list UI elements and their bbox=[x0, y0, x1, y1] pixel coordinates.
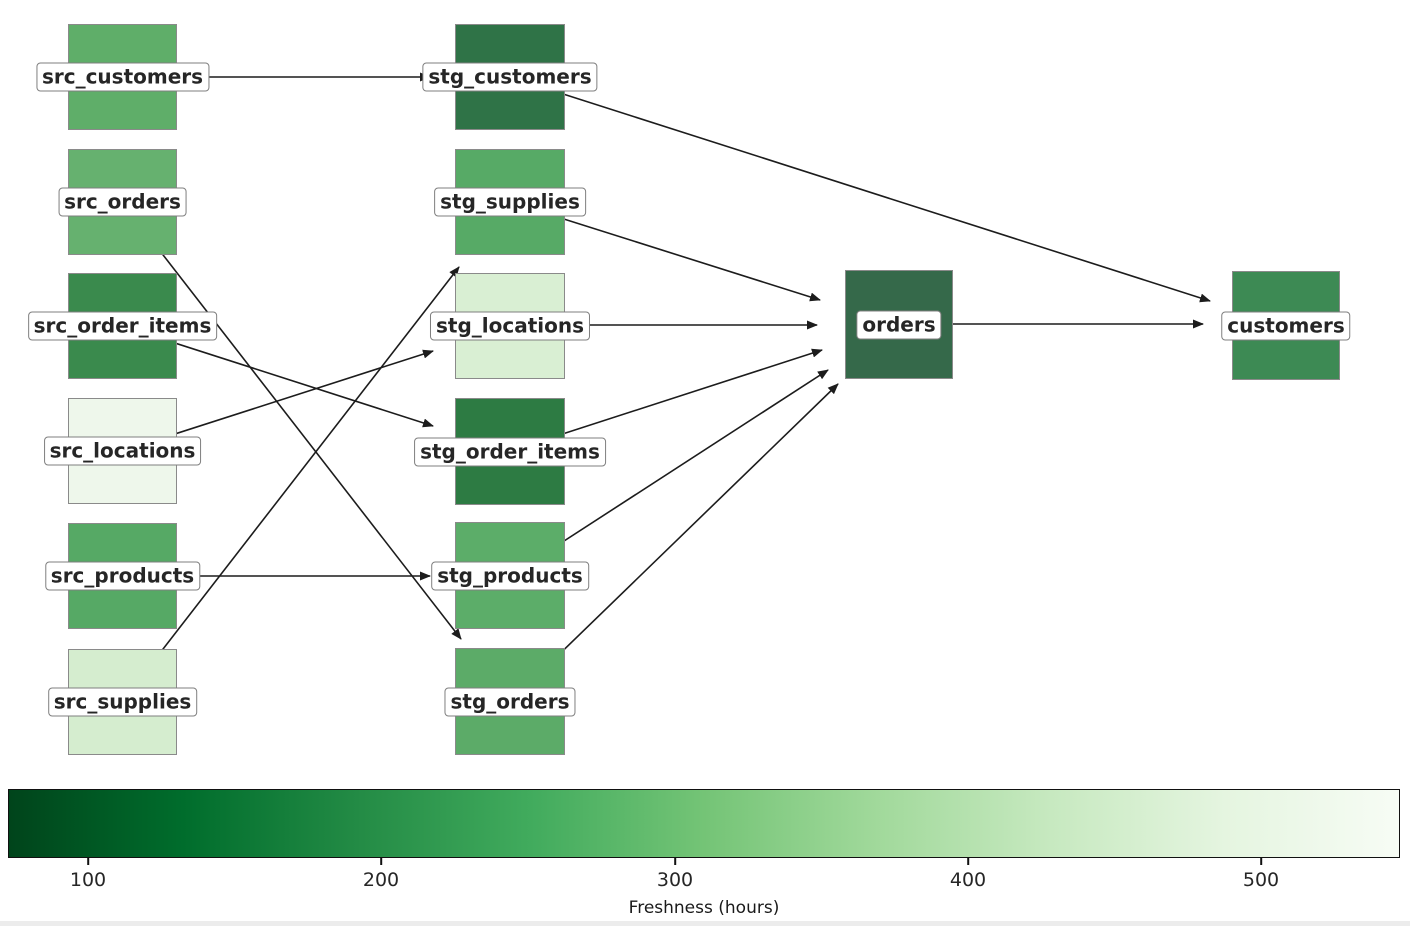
edge-group bbox=[121, 72, 1211, 703]
colorbar-tick-500 bbox=[1260, 858, 1262, 865]
node-label-src_orders: src_orders bbox=[58, 187, 187, 217]
node-label-customers: customers bbox=[1221, 311, 1351, 340]
colorbar-tick-label-500: 500 bbox=[1242, 869, 1280, 891]
node-label-src_locations: src_locations bbox=[43, 436, 202, 466]
figure-bottom-edge bbox=[0, 921, 1410, 926]
edge-stg_customers-to-customers bbox=[509, 76, 1211, 303]
edge-src_orders-to-stg_orders bbox=[121, 201, 462, 640]
node-label-src_customers: src_customers bbox=[35, 62, 210, 92]
colorbar-tick-300 bbox=[674, 858, 676, 865]
colorbar-tick-100 bbox=[87, 858, 89, 865]
node-label-stg_locations: stg_locations bbox=[429, 311, 591, 341]
freshness-colorbar bbox=[8, 789, 1400, 858]
node-label-orders: orders bbox=[856, 310, 942, 339]
node-label-src_supplies: src_supplies bbox=[47, 687, 198, 717]
node-label-stg_products: stg_products bbox=[431, 561, 589, 590]
node-label-stg_supplies: stg_supplies bbox=[434, 187, 586, 217]
node-label-src_products: src_products bbox=[44, 561, 201, 591]
node-label-stg_order_items: stg_order_items bbox=[414, 437, 606, 466]
node-label-stg_orders: stg_orders bbox=[444, 687, 576, 716]
colorbar-tick-label-200: 200 bbox=[362, 869, 400, 891]
node-label-stg_customers: stg_customers bbox=[422, 62, 598, 92]
colorbar-tick-400 bbox=[967, 858, 969, 865]
colorbar-tick-label-100: 100 bbox=[69, 869, 107, 891]
colorbar-tick-label-300: 300 bbox=[656, 869, 694, 891]
edge-src_supplies-to-stg_supplies bbox=[121, 266, 460, 703]
colorbar-axis-label: Freshness (hours) bbox=[628, 898, 780, 918]
node-label-src_order_items: src_order_items bbox=[27, 311, 218, 341]
colorbar-tick-200 bbox=[380, 858, 382, 865]
colorbar-tick-label-400: 400 bbox=[949, 869, 987, 891]
